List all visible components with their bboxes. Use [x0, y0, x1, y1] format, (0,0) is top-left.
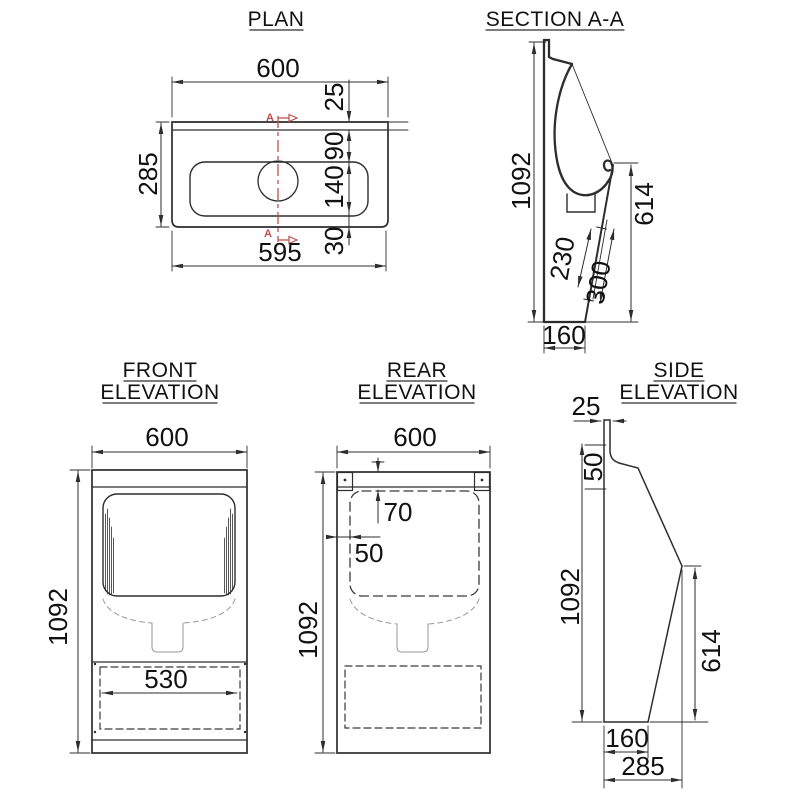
linework	[69, 29, 737, 789]
section-cut-marker	[277, 113, 299, 245]
side-dim-height: 1092	[555, 568, 585, 626]
rear-trap	[396, 623, 429, 653]
rear-dim-height: 1092	[293, 601, 323, 659]
plan-dim-front: 30	[319, 227, 349, 256]
section-dim-panel-outer: 300	[580, 258, 617, 306]
section-view	[527, 38, 639, 354]
front-shading-hatch	[105, 508, 233, 596]
section-dim-height: 1092	[506, 152, 536, 210]
rear-fixing-bracket-right	[473, 471, 491, 492]
panel-corner-dots	[93, 662, 247, 734]
side-dim-base: 160	[605, 723, 648, 753]
section-front-slope	[584, 164, 614, 323]
section-dim-rim: 614	[629, 182, 659, 225]
front-title-line2: ELEVATION	[100, 381, 219, 404]
plan-drain-hole	[257, 160, 299, 202]
front-dim-height: 1092	[43, 588, 73, 646]
rear-outline	[336, 471, 491, 754]
section-title: SECTION A-A	[486, 8, 625, 31]
annotations: PLAN SECTION A-A FRONT ELEVATION REAR EL…	[43, 8, 738, 781]
plan-view	[155, 76, 409, 272]
rear-dim-topgap: 70	[384, 497, 413, 527]
section-dim-panel-inner: 230	[544, 234, 581, 282]
section-dim-base: 160	[542, 320, 585, 350]
front-dim-width: 600	[145, 422, 188, 452]
plan-outline	[171, 121, 389, 228]
side-dim-step: 50	[578, 453, 608, 482]
section-dim-panel-inner-line	[577, 228, 592, 288]
rear-title-line1: REAR	[387, 359, 447, 382]
fixing-holes	[343, 478, 484, 482]
plan-dim-back-offset: 90	[319, 132, 349, 161]
rear-title-line2: ELEVATION	[357, 381, 476, 404]
front-dim-panel: 530	[144, 664, 187, 694]
side-title-line1: SIDE	[653, 359, 704, 382]
side-view	[571, 418, 709, 789]
cut-arrow-top-icon	[288, 113, 299, 123]
section-dim-panel-outer-line	[599, 228, 615, 304]
section-top-stub	[542, 38, 574, 66]
plan-dim-depth: 285	[133, 152, 163, 195]
plan-title: PLAN	[248, 8, 305, 31]
cut-label-bottom: A	[264, 228, 272, 240]
side-title-line2: ELEVATION	[619, 381, 738, 404]
front-access-panel	[99, 666, 241, 730]
section-trap	[566, 193, 596, 213]
plan-dim-basin: 140	[319, 165, 349, 208]
side-front-slope	[647, 565, 683, 723]
side-dim-rim: 614	[696, 629, 726, 672]
rear-view	[314, 445, 491, 754]
rear-dim-sidegap: 50	[355, 538, 384, 568]
title-underlines	[102, 29, 737, 404]
front-bowl-opening	[102, 493, 236, 597]
plan-dim-lip: 25	[319, 83, 349, 112]
front-title-line1: FRONT	[123, 359, 198, 382]
rear-fixing-bracket-left	[336, 471, 354, 492]
front-hidden-bowl	[102, 598, 236, 653]
plan-dim-width: 600	[256, 53, 299, 83]
cut-arrow-bottom-icon	[288, 235, 299, 245]
cut-label-top: A	[266, 112, 274, 124]
front-trap	[151, 622, 184, 653]
front-view	[69, 445, 248, 754]
rear-access-panel	[344, 665, 482, 729]
section-cheek-edge	[571, 63, 613, 164]
plan-dim-inner-width: 595	[258, 237, 301, 267]
front-outline	[91, 469, 248, 754]
side-dim-depth: 285	[621, 751, 664, 781]
section-bowl-profile	[553, 62, 614, 197]
plan-basin	[189, 161, 369, 217]
rear-hidden-bowl-under	[349, 598, 480, 653]
panel-tick	[583, 298, 595, 302]
section-cut-labels: A A	[264, 112, 274, 240]
rear-dim-width: 600	[393, 422, 436, 452]
panel-tick	[596, 226, 607, 230]
side-top-profile	[603, 419, 683, 567]
side-dim-lip: 25	[572, 391, 601, 421]
